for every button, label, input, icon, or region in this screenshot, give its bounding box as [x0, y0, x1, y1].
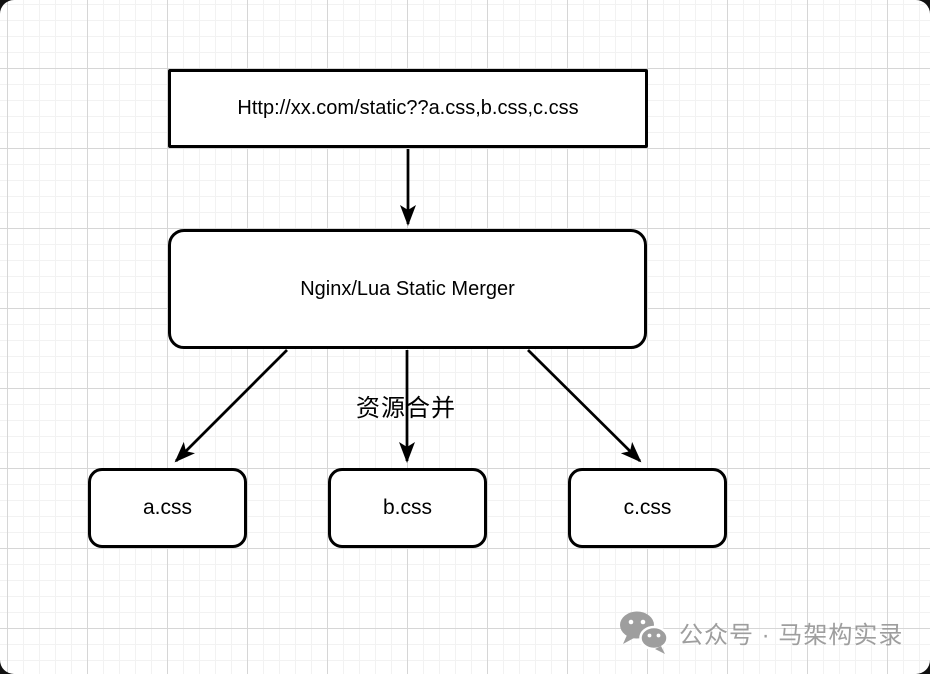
edge-label-merge: 资源合并: [356, 395, 456, 422]
node-request-url: Http://xx.com/static??a.css,b.css,c.css: [168, 69, 648, 148]
node-file-a-css-label: a.css: [142, 496, 192, 519]
node-file-c-css: c.css: [568, 468, 727, 548]
watermark-text: 公众号 · 马架构实录: [679, 621, 904, 649]
node-file-a-css: a.css: [88, 468, 247, 548]
wechat-icon: [620, 611, 669, 654]
arrow-merger-to-c: [527, 349, 642, 463]
node-file-b-css: b.css: [328, 468, 487, 548]
node-request-url-label: Http://xx.com/static??a.css,b.css,c.css: [237, 97, 579, 119]
node-file-b-css-label: b.css: [382, 496, 432, 519]
arrow-merger-to-a: [174, 349, 288, 463]
node-static-merger: Nginx/Lua Static Merger: [168, 229, 647, 349]
node-static-merger-label: Nginx/Lua Static Merger: [300, 277, 515, 300]
node-file-c-css-label: c.css: [623, 496, 672, 519]
watermark: 公众号 · 马架构实录: [618, 610, 903, 654]
